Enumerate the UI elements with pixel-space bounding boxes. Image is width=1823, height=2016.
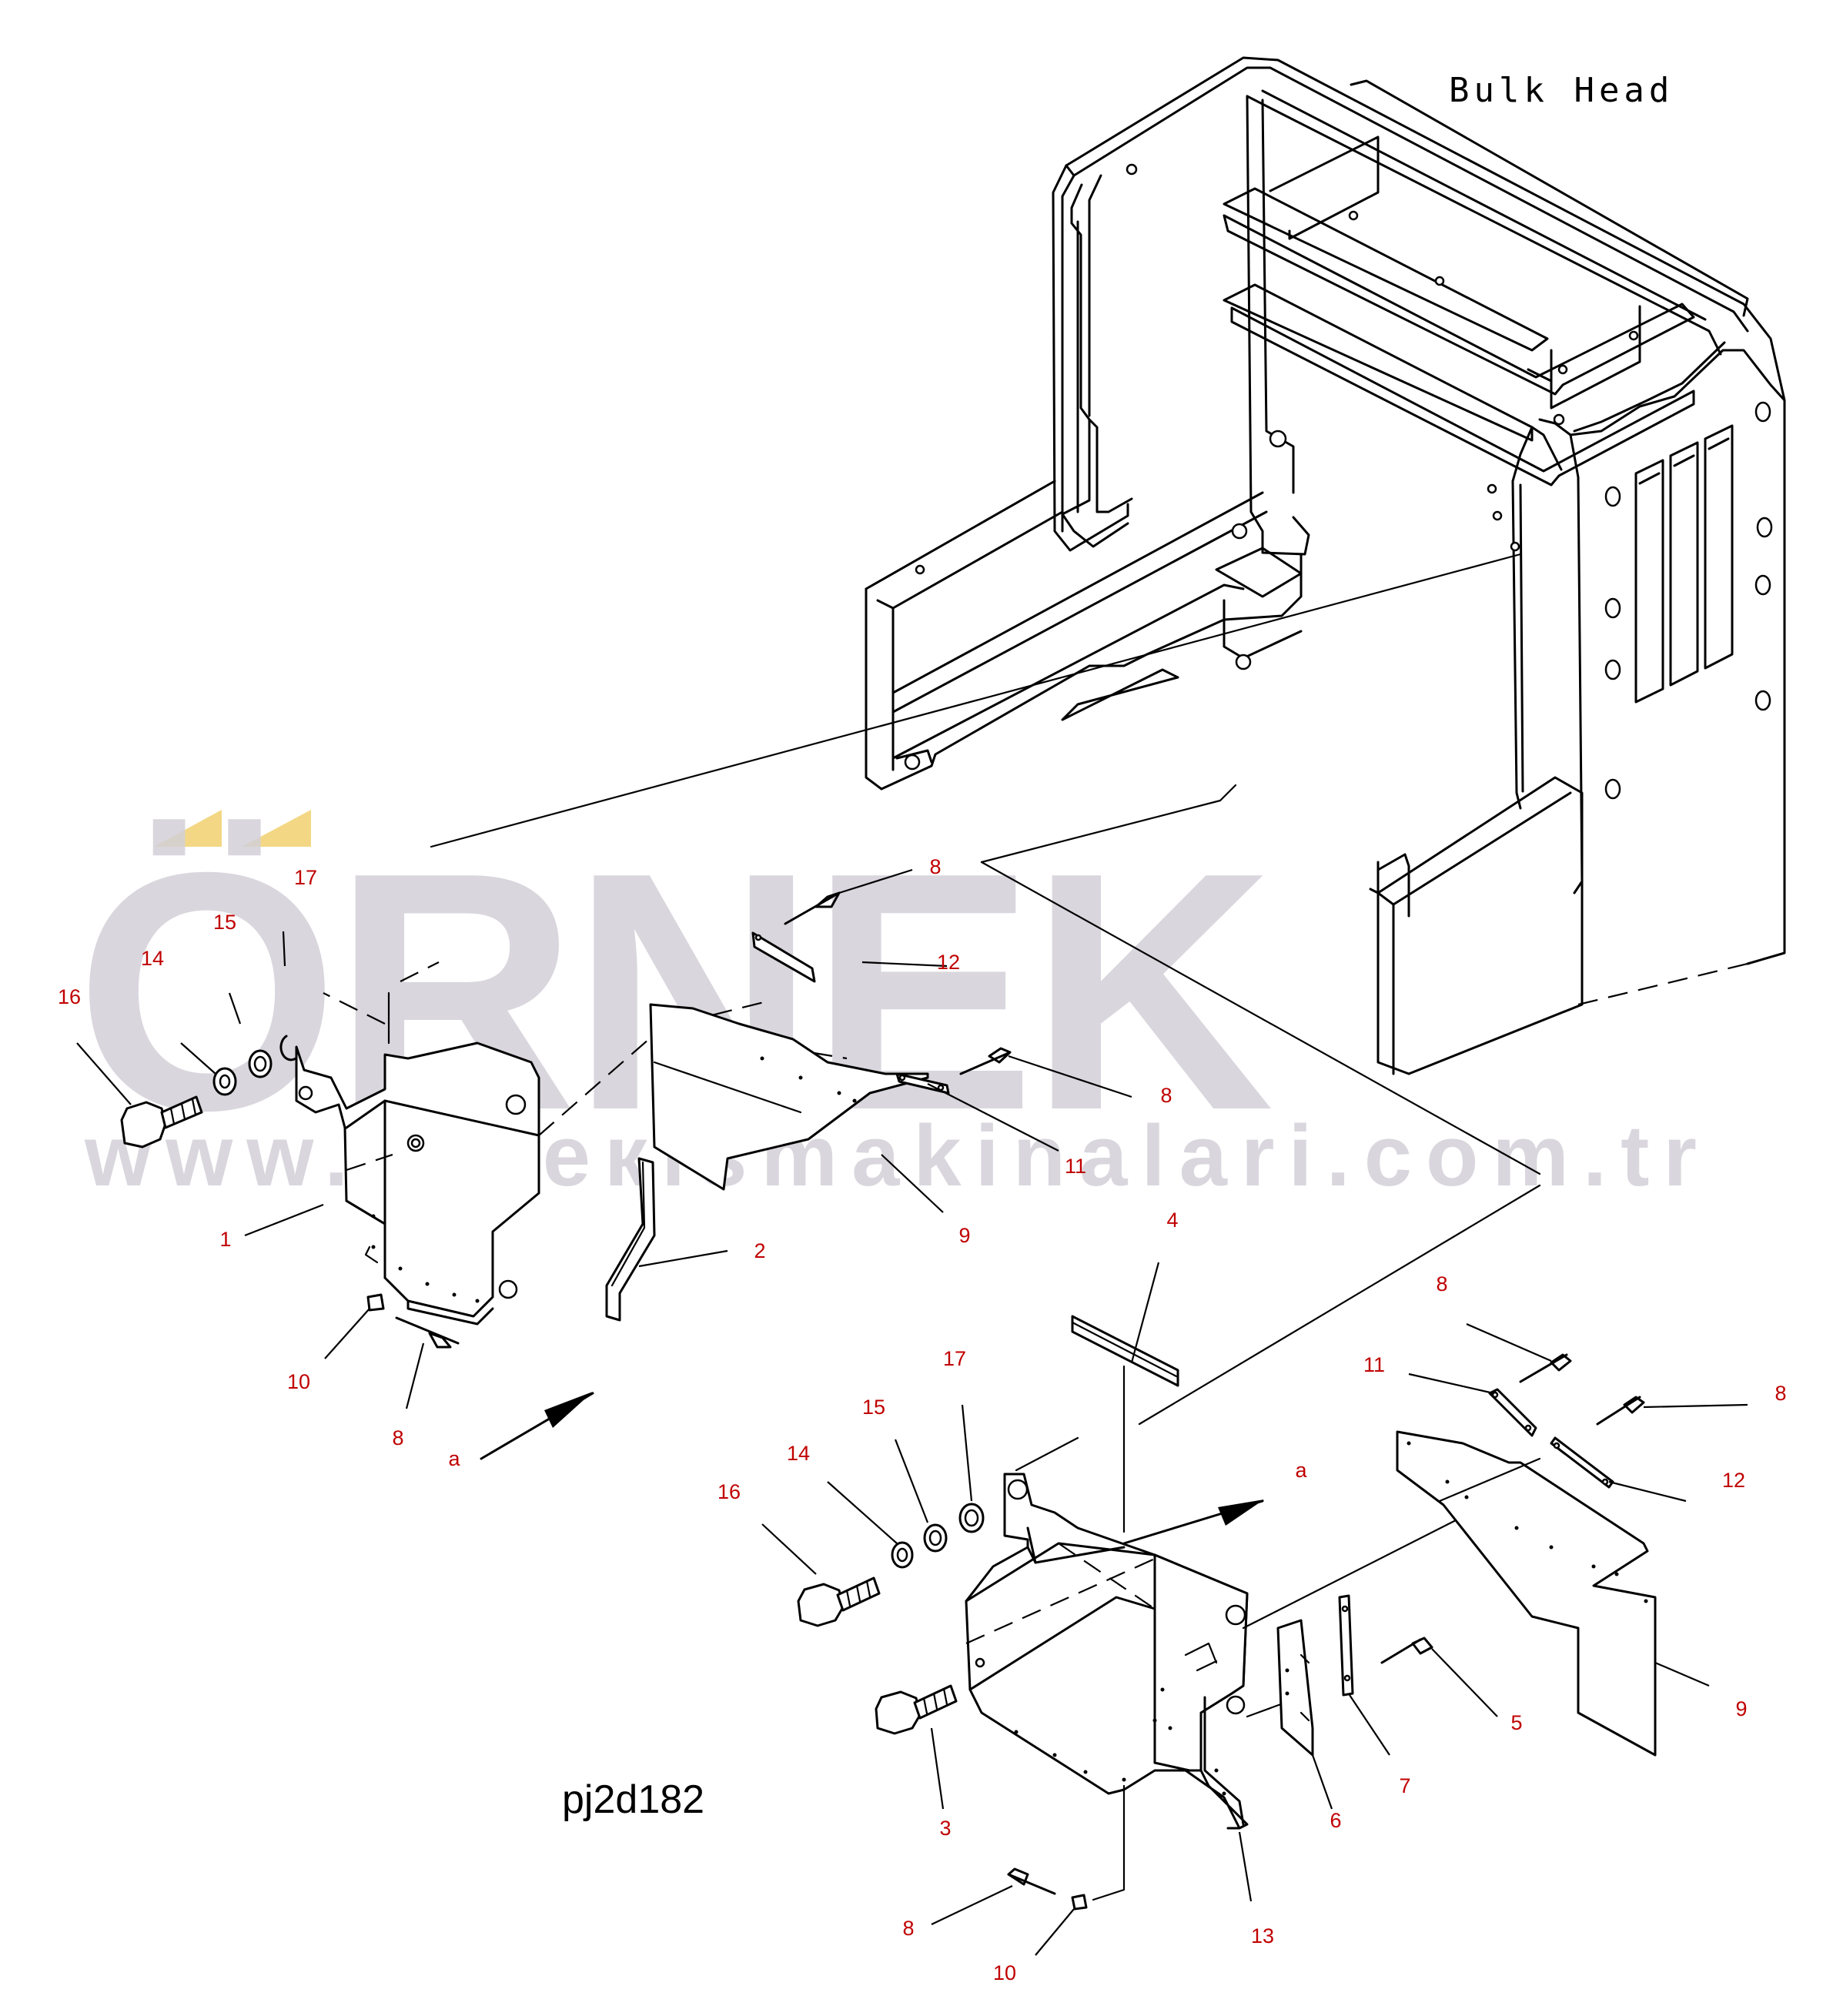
right-shield-assembly — [761, 1184, 1748, 1956]
callout-11-left: 11 — [1065, 1155, 1086, 1178]
callout-8-right-top: 8 — [1436, 1272, 1447, 1296]
callout-16-right: 16 — [717, 1480, 741, 1503]
callout-11-right: 11 — [1363, 1353, 1385, 1376]
callout-9-left: 9 — [958, 1224, 970, 1247]
callout-8-left-bottom: 8 — [392, 1426, 403, 1449]
callout-1: 1 — [219, 1228, 231, 1251]
callout-7: 7 — [1399, 1774, 1410, 1797]
callout-10-left: 10 — [287, 1370, 310, 1393]
callout-9-right: 9 — [1735, 1697, 1747, 1720]
callout-6: 6 — [1330, 1809, 1341, 1832]
watermark-accent-left — [154, 810, 222, 847]
callout-17-left: 17 — [294, 866, 317, 889]
callout-5: 5 — [1510, 1711, 1522, 1734]
callout-12-left: 12 — [937, 951, 960, 974]
callout-14-right: 14 — [787, 1442, 810, 1465]
right-callouts: 4 8 11 8 12 17 15 14 16 a 9 5 7 6 3 13 8… — [717, 1209, 1787, 1984]
callout-16-left: 16 — [58, 985, 81, 1008]
callout-a-left: a — [448, 1447, 460, 1470]
watermark: ÖRNEK www.orneкismakinalari.com.tr — [75, 803, 1711, 1204]
callout-8-right-bottom: 8 — [902, 1917, 914, 1940]
diagram-title: Bulk Head — [1449, 71, 1674, 110]
callout-15-right: 15 — [862, 1396, 885, 1419]
callout-a-right: a — [1295, 1459, 1307, 1482]
drawing-code: pj2d182 — [562, 1777, 704, 1822]
callout-14-left: 14 — [141, 947, 164, 970]
callout-8-left-mid: 8 — [1160, 1084, 1172, 1107]
left-callouts: 17 15 14 16 1 2 10 8 a 8 12 8 11 9 — [58, 855, 1172, 1470]
callout-3: 3 — [939, 1817, 951, 1840]
callout-2: 2 — [754, 1239, 765, 1262]
callout-13: 13 — [1251, 1924, 1274, 1947]
callout-4: 4 — [1166, 1209, 1178, 1232]
callout-17-right: 17 — [943, 1347, 966, 1370]
watermark-accent-right — [242, 810, 311, 847]
callout-8-right-side: 8 — [1774, 1382, 1786, 1405]
callout-15-left: 15 — [213, 911, 236, 934]
left-shield-assembly — [76, 868, 1132, 1460]
callout-8-left-top: 8 — [929, 855, 941, 878]
watermark-url: www.orneкismakinalari.com.tr — [84, 1108, 1711, 1204]
callout-12-right: 12 — [1722, 1469, 1745, 1492]
bulkhead-frame — [430, 56, 1786, 1175]
callout-10-right: 10 — [993, 1961, 1016, 1984]
